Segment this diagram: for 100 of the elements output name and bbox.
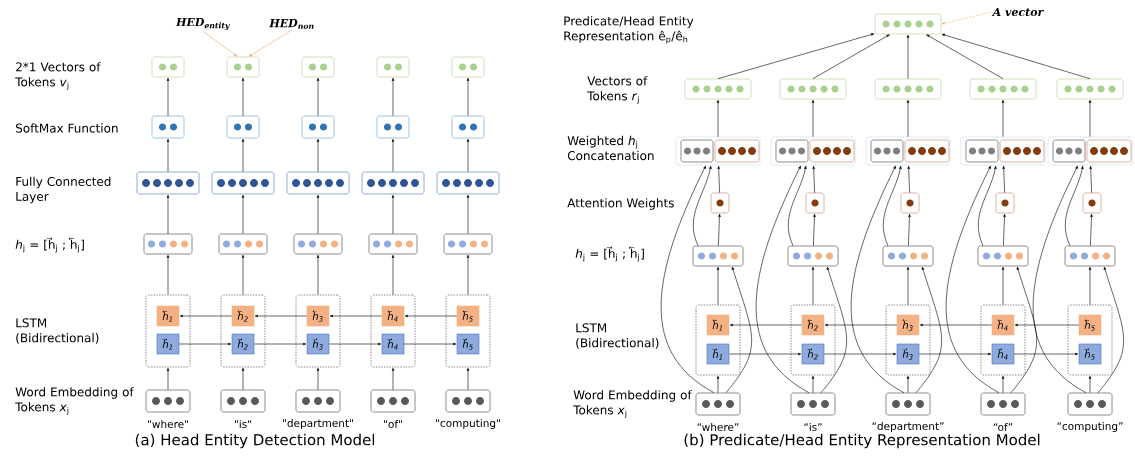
word-label: “where”	[697, 422, 739, 432]
word-label: "computing"	[436, 418, 500, 430]
embedding-box	[965, 139, 999, 163]
arrow	[811, 266, 815, 305]
word-label: “is”	[804, 422, 822, 432]
arrow	[941, 33, 1091, 79]
embedding-box	[295, 389, 341, 413]
weighted-state-box	[1086, 139, 1132, 163]
row-label: LSTM (Bidirectional)	[576, 323, 659, 349]
caption: (b) Predicate/Head Entity Representation Model	[684, 433, 1040, 449]
embedding-box	[775, 139, 809, 163]
backward-state-box: h⃖$_{5}$	[1078, 314, 1102, 336]
arrow	[179, 314, 232, 318]
word-label: "department"	[283, 418, 353, 430]
backward-state-box: h⃖$_{4}$	[381, 305, 405, 327]
vector-box	[874, 78, 942, 100]
arrow	[725, 266, 752, 393]
weighted-state-box	[714, 139, 760, 163]
forward-state-box: h⃗$_{4}$	[991, 343, 1015, 365]
backward-state-box: h⃖$_{4}$	[991, 314, 1015, 336]
forward-state-box: h⃗$_{4}$	[381, 333, 405, 355]
arrow	[906, 375, 910, 393]
attention-weight-box	[710, 192, 730, 214]
vector-box	[969, 78, 1037, 100]
vector-box	[1056, 78, 1124, 100]
arrow	[316, 194, 320, 234]
arrow	[945, 165, 1000, 393]
embedding-box	[790, 392, 836, 416]
hidden-state-box	[218, 233, 268, 255]
arrow	[717, 33, 875, 79]
vector-box	[684, 78, 752, 100]
embedding-box	[220, 389, 266, 413]
softmax-box	[151, 115, 185, 139]
arrow	[824, 352, 897, 356]
arrow	[1010, 266, 1037, 393]
arrow	[660, 165, 715, 393]
embedding-box	[680, 139, 714, 163]
arrow	[1032, 165, 1087, 393]
arrow	[907, 165, 910, 193]
vector-box	[226, 56, 260, 78]
dense-layer-box	[211, 171, 275, 195]
arrow	[716, 99, 720, 137]
softmax-box	[451, 115, 485, 139]
forward-state-box: h⃗$_{5}$	[1078, 343, 1102, 365]
arrow	[466, 194, 470, 234]
embedding-box	[695, 392, 741, 416]
row-label: SoftMax Function	[16, 123, 118, 133]
arrow	[1002, 165, 1005, 193]
arrow	[906, 266, 910, 305]
vector-box	[779, 78, 847, 100]
word-label: "is"	[235, 419, 251, 429]
softmax-box	[376, 115, 410, 139]
arrow	[820, 266, 847, 393]
row-label: Fully Connected Layer	[16, 176, 111, 204]
arrow	[1001, 266, 1005, 305]
forward-state-box: h⃗$_{5}$	[456, 333, 480, 355]
arrow	[202, 30, 238, 57]
annotation-label: HED$_{non}$	[269, 19, 314, 29]
weighted-state-box	[809, 139, 855, 163]
row-label: LSTM (Bidirectional)	[16, 318, 99, 344]
row-label: 2*1 Vectors of Tokens v$_{j}$	[15, 62, 101, 90]
arrow	[166, 367, 170, 390]
row-label: Weighted h$_{j}$ Concatenation	[567, 135, 654, 161]
softmax-box	[301, 115, 335, 139]
embedding-box	[1052, 139, 1086, 163]
embedding-box	[870, 139, 904, 163]
arrow	[729, 323, 802, 327]
hidden-state-box	[787, 245, 839, 267]
arrow	[248, 29, 293, 57]
arrow	[166, 77, 170, 116]
embedding-box	[370, 389, 416, 413]
arrow	[241, 77, 245, 116]
backward-state-box: h⃖$_{1}$	[156, 305, 180, 327]
arrow	[241, 254, 245, 295]
backward-state-box: h⃖$_{5}$	[456, 305, 480, 327]
arrow	[254, 314, 307, 318]
arrow	[1014, 323, 1079, 327]
arrow	[466, 254, 470, 295]
attention-weight-box	[805, 192, 825, 214]
embedding-box	[145, 389, 191, 413]
attention-weight-box	[995, 192, 1015, 214]
weighted-state-box	[904, 139, 950, 163]
arrow	[908, 213, 911, 246]
arrow	[717, 165, 720, 193]
arrow	[391, 367, 395, 390]
arrow	[466, 367, 470, 390]
arrow	[166, 138, 170, 172]
annotation-label: HED$_{entity}$	[175, 18, 230, 30]
forward-state-box: h⃗$_{1}$	[156, 333, 180, 355]
arrow	[466, 77, 470, 116]
hidden-state-box	[443, 233, 493, 255]
attention-weight-box	[1082, 192, 1102, 214]
arrow	[718, 213, 721, 246]
arrow	[755, 165, 810, 393]
arrow	[883, 165, 902, 246]
arrow	[812, 34, 890, 79]
word-label: “of”	[993, 422, 1013, 432]
arrow	[391, 77, 395, 116]
representation-box	[874, 13, 942, 35]
arrow	[241, 138, 245, 172]
